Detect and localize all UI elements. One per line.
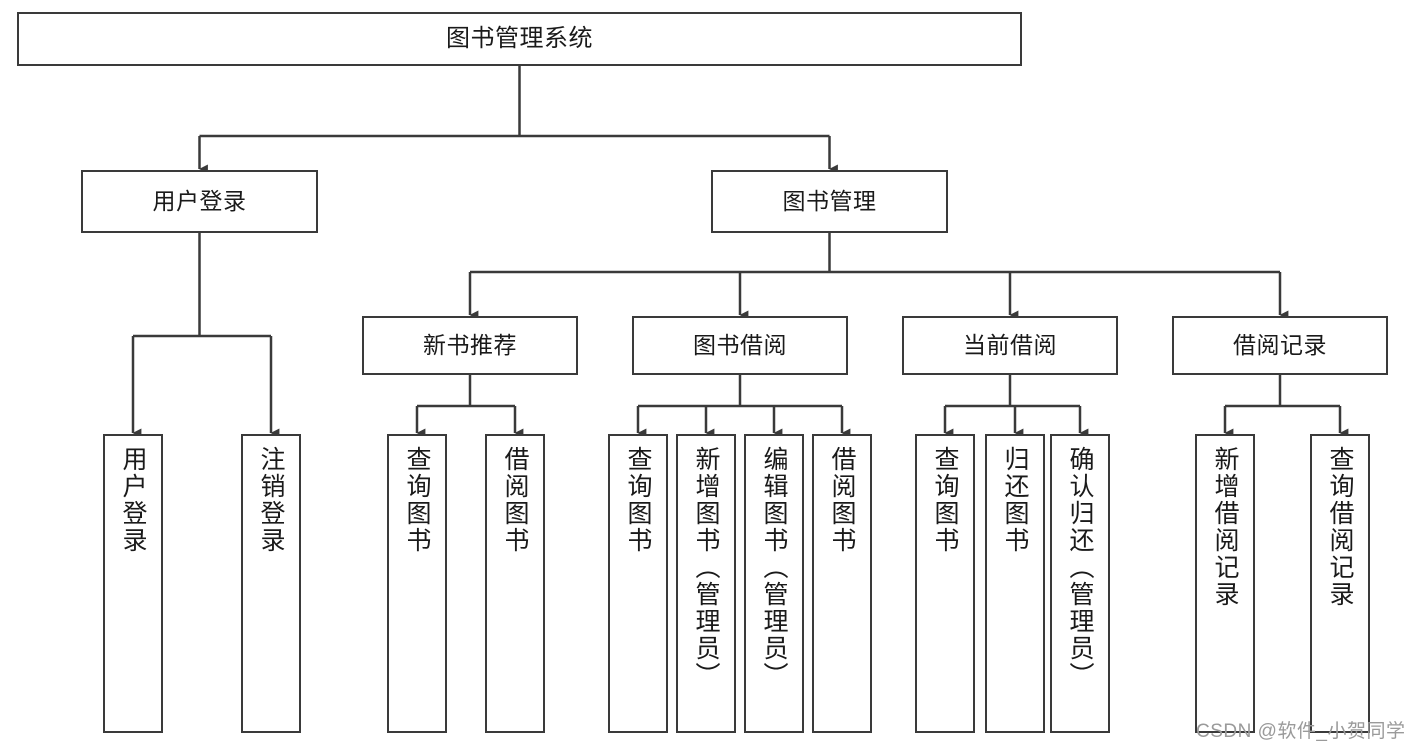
edge-group xyxy=(131,66,1349,438)
node-label: 图书管理系统 xyxy=(446,25,593,53)
node-label: 新增借阅记录 xyxy=(1211,446,1239,608)
node-label: 图书管理 xyxy=(782,188,877,215)
node-leaf-cb-return[interactable]: 归还图书 xyxy=(985,434,1045,733)
node-leaf-rec-borrow[interactable]: 借阅图书 xyxy=(485,434,545,733)
node-label: 归还图书 xyxy=(1001,446,1029,554)
node-label: 编辑图书（管理员） xyxy=(760,446,788,689)
node-label: 用户登录 xyxy=(119,446,147,554)
node-label: 图书借阅 xyxy=(693,332,787,359)
node-leaf-bb-query[interactable]: 查询图书 xyxy=(608,434,668,733)
node-leaf-rec-query[interactable]: 查询图书 xyxy=(387,434,447,733)
node-label: 查询图书 xyxy=(403,446,431,554)
node-leaf-user-login[interactable]: 用户登录 xyxy=(103,434,163,733)
node-leaf-bb-edit[interactable]: 编辑图书（管理员） xyxy=(744,434,804,733)
node-label: 借阅图书 xyxy=(828,446,856,554)
node-label: 注销登录 xyxy=(257,446,285,554)
node-label: 借阅记录 xyxy=(1233,332,1327,359)
node-leaf-bb-borrow[interactable]: 借阅图书 xyxy=(812,434,872,733)
node-book-mgmt[interactable]: 图书管理 xyxy=(711,170,948,233)
node-leaf-cb-confirm[interactable]: 确认归还（管理员） xyxy=(1050,434,1110,733)
node-new-book-rec[interactable]: 新书推荐 xyxy=(362,316,578,375)
node-leaf-cb-query[interactable]: 查询图书 xyxy=(915,434,975,733)
node-label: 查询图书 xyxy=(931,446,959,554)
node-label: 新增图书（管理员） xyxy=(692,446,720,689)
node-label: 新书推荐 xyxy=(423,332,517,359)
node-label: 查询借阅记录 xyxy=(1326,446,1354,608)
node-leaf-user-logout[interactable]: 注销登录 xyxy=(241,434,301,733)
node-cur-borrow[interactable]: 当前借阅 xyxy=(902,316,1118,375)
node-leaf-bl-query[interactable]: 查询借阅记录 xyxy=(1310,434,1370,733)
node-leaf-bl-add[interactable]: 新增借阅记录 xyxy=(1195,434,1255,733)
node-borrow-log[interactable]: 借阅记录 xyxy=(1172,316,1388,375)
watermark-text: CSDN @软件_小贺同学 xyxy=(1196,721,1405,742)
node-label: 当前借阅 xyxy=(963,332,1057,359)
node-label: 借阅图书 xyxy=(501,446,529,554)
node-user-login[interactable]: 用户登录 xyxy=(81,170,318,233)
node-book-borrow[interactable]: 图书借阅 xyxy=(632,316,848,375)
node-label: 查询图书 xyxy=(624,446,652,554)
node-label: 用户登录 xyxy=(152,188,247,215)
node-root[interactable]: 图书管理系统 xyxy=(17,12,1022,66)
node-label: 确认归还（管理员） xyxy=(1066,446,1094,689)
node-leaf-bb-add[interactable]: 新增图书（管理员） xyxy=(676,434,736,733)
